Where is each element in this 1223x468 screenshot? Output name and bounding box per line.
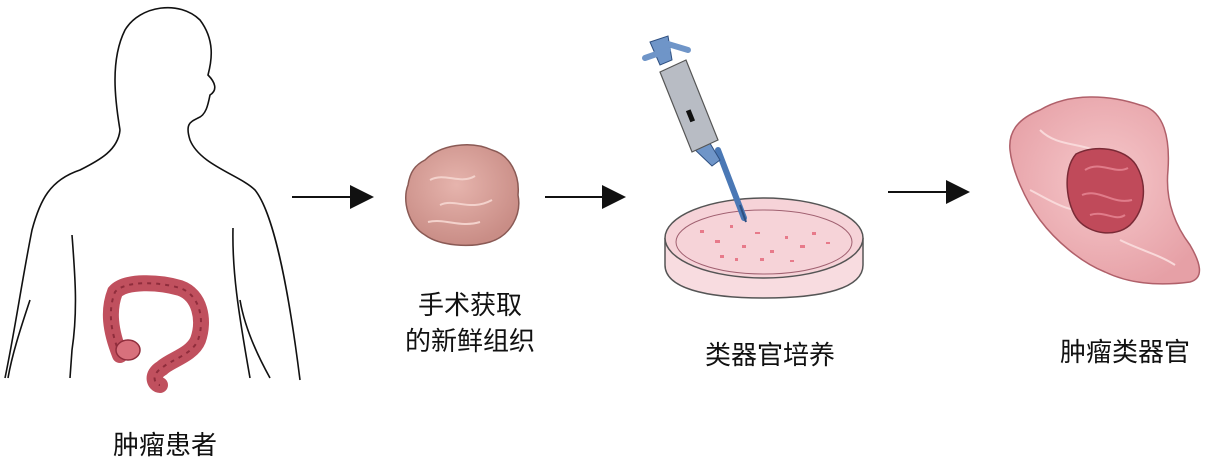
step-label-culture: 类器官培养 <box>704 341 835 371</box>
tumor-organoid-icon <box>1009 96 1201 285</box>
step-label-tissue: 手术获取 的新鲜组织 <box>390 288 550 360</box>
pipette-icon <box>642 35 747 223</box>
step-label-patient: 肿瘤患者 <box>112 431 217 461</box>
step-label-tissue-line2: 的新鲜组织 <box>404 327 535 357</box>
step-label-tissue-line1: 手术获取 <box>417 291 522 321</box>
tissue-sample-icon <box>404 144 520 247</box>
colon-icon <box>102 275 209 393</box>
step-label-organoid: 肿瘤类器官 <box>1059 338 1190 368</box>
human-silhouette-icon <box>4 6 301 381</box>
petri-dish-icon <box>664 197 864 299</box>
